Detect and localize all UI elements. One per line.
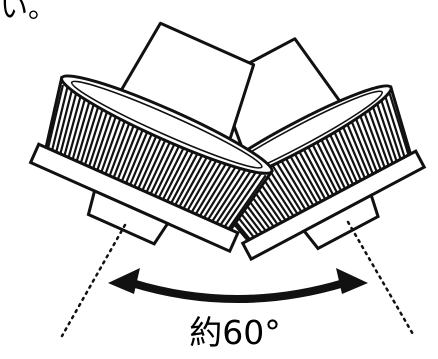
arrowhead-right <box>336 268 368 294</box>
tilt-range-arrow <box>108 268 368 299</box>
caption-fragment: い。 <box>0 0 56 22</box>
tilt-angle-label: 約60° <box>180 316 290 349</box>
arrowhead-left <box>108 268 140 294</box>
